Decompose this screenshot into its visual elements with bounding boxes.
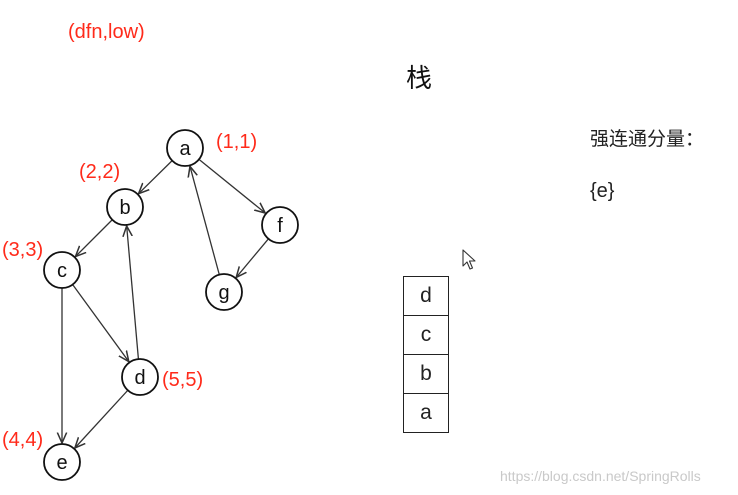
stack-title: 栈 — [406, 64, 433, 94]
node-label-f: f — [277, 215, 283, 237]
dfn-low-label-e: (4,4) — [2, 429, 43, 451]
edge-g-a — [190, 166, 220, 275]
dfn-low-label-c: (3,3) — [2, 239, 43, 261]
edge-b-c — [75, 219, 113, 257]
edge-d-b — [127, 226, 140, 360]
node-label-b: b — [119, 197, 130, 219]
dfn-low-label-d: (5,5) — [162, 369, 203, 391]
stack-cell: a — [403, 393, 449, 433]
edge-d-e — [75, 389, 129, 448]
edge-c-d — [72, 284, 129, 362]
node-label-a: a — [179, 138, 191, 160]
node-f — [261, 206, 299, 244]
edge-a-b — [139, 160, 173, 194]
dfn-low-label-b: (2,2) — [79, 161, 120, 183]
stack: d c b a — [403, 276, 449, 433]
node-c — [43, 251, 81, 289]
node-b — [106, 188, 144, 226]
node-e — [43, 443, 81, 481]
legend-label: (dfn,low) — [68, 21, 145, 43]
stack-cell: d — [403, 276, 449, 315]
edge-a-f — [198, 158, 265, 213]
stack-cell: b — [403, 354, 449, 393]
edge-f-g — [236, 238, 269, 278]
node-label-c: c — [57, 260, 67, 282]
mouse-cursor-icon — [462, 249, 476, 270]
dfn-low-label-a: (1,1) — [216, 131, 257, 153]
scc-set: {e} — [590, 180, 615, 202]
scc-title: 强连通分量： — [590, 128, 705, 150]
node-a — [166, 129, 204, 167]
stack-cell: c — [403, 315, 449, 354]
watermark: https://blog.csdn.net/SpringRolls — [500, 468, 701, 484]
node-d — [121, 358, 159, 396]
node-label-d: d — [134, 367, 145, 389]
node-g — [205, 273, 243, 311]
node-label-e: e — [56, 452, 67, 474]
node-label-g: g — [218, 282, 229, 304]
